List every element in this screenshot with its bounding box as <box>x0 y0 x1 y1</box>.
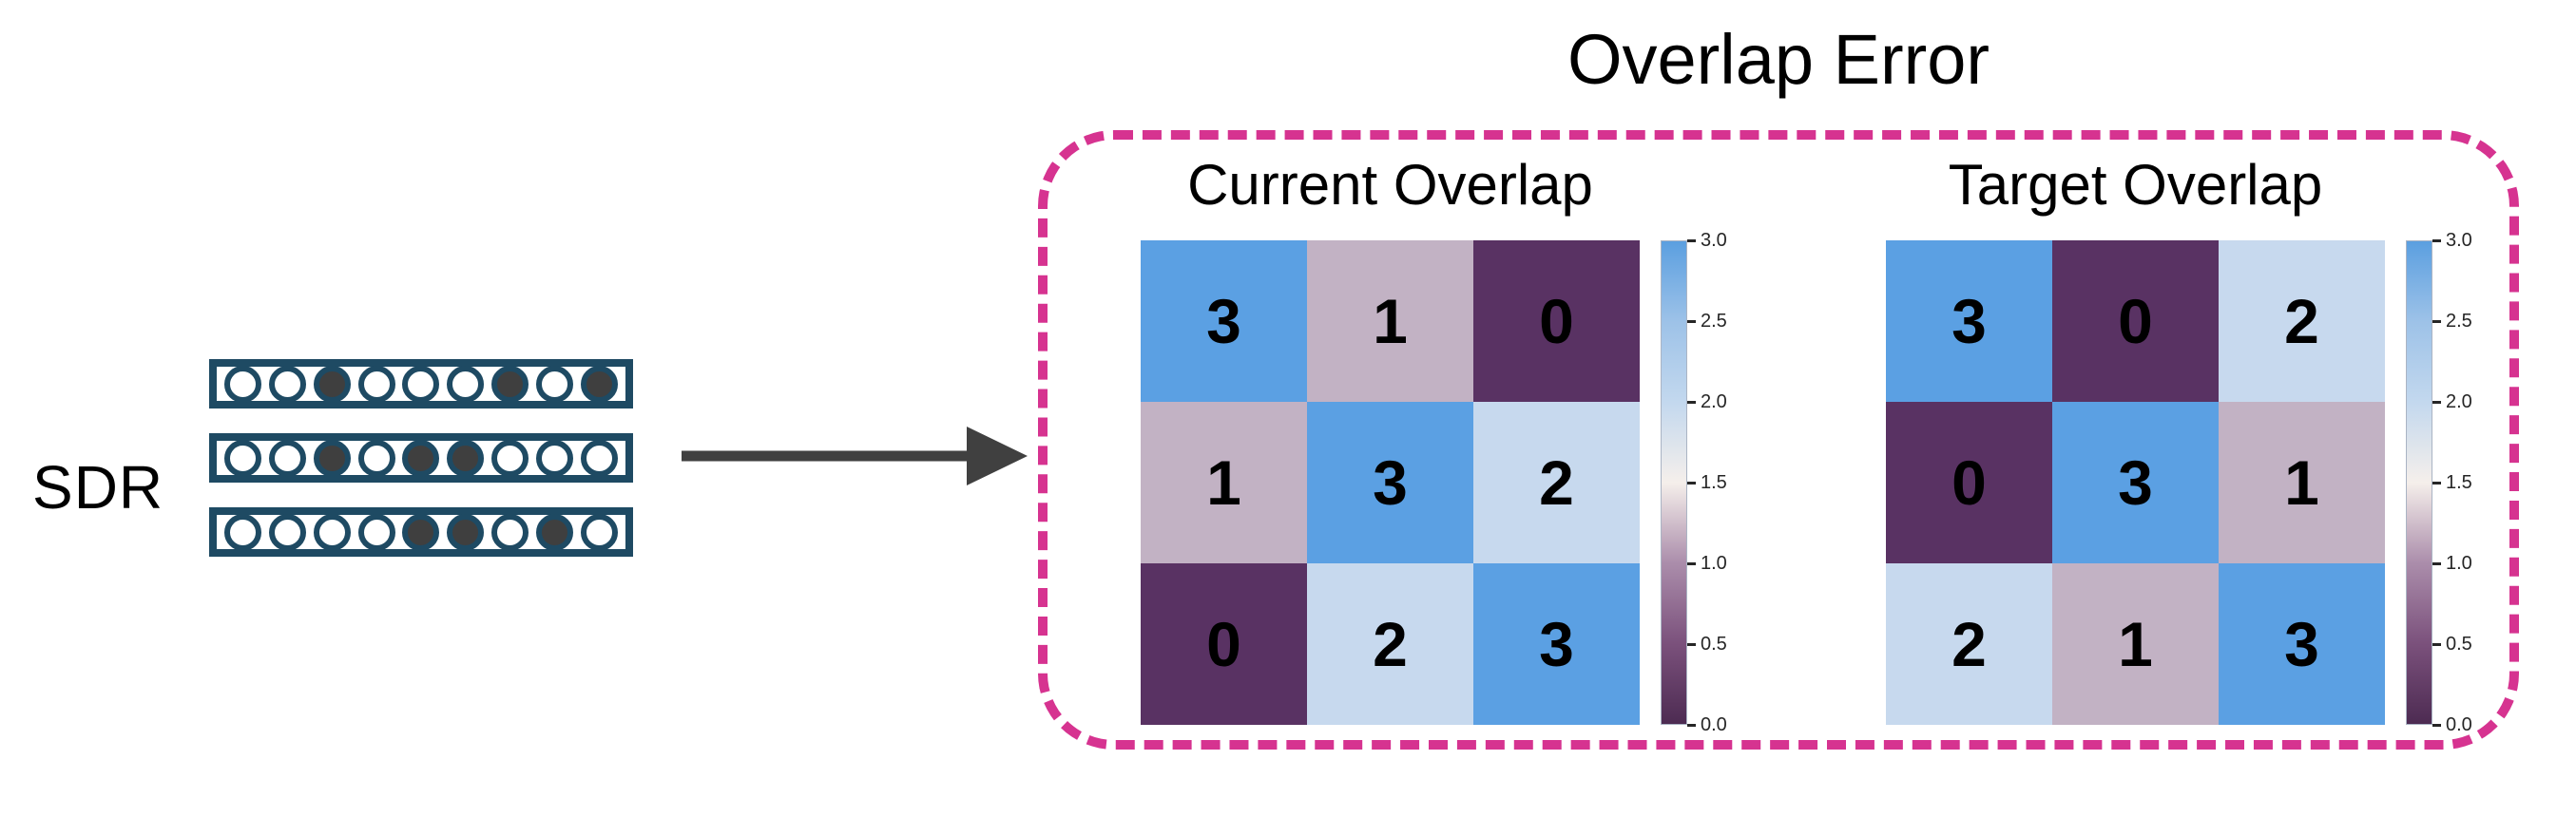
colorbar-tick-label: 2.5 <box>1701 311 1727 332</box>
current-cell-r1c0: 1 <box>1141 402 1307 563</box>
target-cell-r2c1: 1 <box>2052 563 2219 725</box>
target-cell-r2c0: 2 <box>1886 563 2052 725</box>
overlap-error-box <box>1038 130 2519 750</box>
current-cell-r0c0: 3 <box>1141 240 1307 402</box>
colorbar-tick-label: 1.5 <box>1701 472 1727 493</box>
current-cell-r1c2: 2 <box>1473 402 1640 563</box>
colorbar-tick-label: 3.0 <box>2446 230 2472 251</box>
target-overlap-colorbar <box>2406 240 2432 725</box>
sdr-bit-off <box>536 439 574 477</box>
colorbar-tick-label: 1.0 <box>2446 553 2472 574</box>
target-cell-r0c2: 2 <box>2219 240 2385 402</box>
current-cell-r2c1: 2 <box>1307 563 1473 725</box>
colorbar-tick <box>2432 724 2441 727</box>
sdr-bit-on <box>402 513 440 551</box>
sdr-bit-on <box>491 365 529 403</box>
sdr-bit-on <box>313 365 351 403</box>
target-cell-r1c2: 1 <box>2219 402 2385 563</box>
current-cell-r2c0: 0 <box>1141 563 1307 725</box>
overlap-error-title: Overlap Error <box>1567 20 1990 99</box>
sdr-bit-off <box>268 513 306 551</box>
sdr-bit-on <box>402 439 440 477</box>
colorbar-tick <box>2432 482 2441 484</box>
sdr-bit-on <box>536 513 574 551</box>
sdr-rows <box>209 359 633 581</box>
colorbar-tick-label: 1.5 <box>2446 472 2472 493</box>
sdr-bit-off <box>447 365 485 403</box>
sdr-bit-off <box>491 513 529 551</box>
current-cell-r0c1: 1 <box>1307 240 1473 402</box>
sdr-bit-off <box>581 513 619 551</box>
colorbar-tick-label: 3.0 <box>1701 230 1727 251</box>
current-cell-r0c2: 0 <box>1473 240 1640 402</box>
sdr-bit-off <box>268 365 306 403</box>
sdr-bit-off <box>402 365 440 403</box>
sdr-row-2 <box>209 433 633 483</box>
sdr-bit-off <box>357 365 395 403</box>
sdr-bit-off <box>491 439 529 477</box>
current-cell-r2c2: 3 <box>1473 563 1640 725</box>
colorbar-tick <box>1687 562 1696 565</box>
colorbar-tick <box>1687 643 1696 646</box>
flow-arrow-icon <box>682 427 1028 485</box>
sdr-bit-off <box>357 439 395 477</box>
target-overlap-title: Target Overlap <box>1948 153 2323 217</box>
colorbar-tick <box>2432 643 2441 646</box>
target-cell-r1c0: 0 <box>1886 402 2052 563</box>
colorbar-tick <box>2432 401 2441 404</box>
sdr-bit-on <box>447 439 485 477</box>
current-overlap-title: Current Overlap <box>1187 153 1593 217</box>
target-cell-r0c1: 0 <box>2052 240 2219 402</box>
sdr-row-1 <box>209 359 633 408</box>
current-overlap-colorbar <box>1661 240 1687 725</box>
colorbar-tick <box>1687 320 1696 323</box>
sdr-bit-off <box>357 513 395 551</box>
sdr-bit-on <box>313 439 351 477</box>
colorbar-tick-label: 1.0 <box>1701 553 1727 574</box>
colorbar-tick <box>1687 724 1696 727</box>
target-cell-r2c2: 3 <box>2219 563 2385 725</box>
colorbar-tick <box>1687 239 1696 242</box>
sdr-bit-on <box>581 365 619 403</box>
sdr-bit-off <box>223 439 261 477</box>
colorbar-tick-label: 2.0 <box>1701 391 1727 412</box>
colorbar-tick-label: 2.5 <box>2446 311 2472 332</box>
sdr-bit-off <box>581 439 619 477</box>
sdr-bit-off <box>536 365 574 403</box>
colorbar-tick-label: 0.0 <box>1701 714 1727 735</box>
colorbar-tick-label: 0.0 <box>2446 714 2472 735</box>
sdr-label: SDR <box>32 453 164 522</box>
target-cell-r1c1: 3 <box>2052 402 2219 563</box>
sdr-bit-off <box>313 513 351 551</box>
colorbar-tick <box>2432 239 2441 242</box>
current-cell-r1c1: 3 <box>1307 402 1473 563</box>
colorbar-tick-label: 0.5 <box>1701 634 1727 655</box>
sdr-bit-on <box>447 513 485 551</box>
sdr-bit-off <box>268 439 306 477</box>
sdr-bit-off <box>223 365 261 403</box>
sdr-bit-off <box>223 513 261 551</box>
colorbar-tick <box>2432 562 2441 565</box>
colorbar-tick <box>2432 320 2441 323</box>
colorbar-tick <box>1687 401 1696 404</box>
target-cell-r0c0: 3 <box>1886 240 2052 402</box>
colorbar-tick <box>1687 482 1696 484</box>
sdr-row-3 <box>209 507 633 557</box>
colorbar-tick-label: 0.5 <box>2446 634 2472 655</box>
colorbar-tick-label: 2.0 <box>2446 391 2472 412</box>
